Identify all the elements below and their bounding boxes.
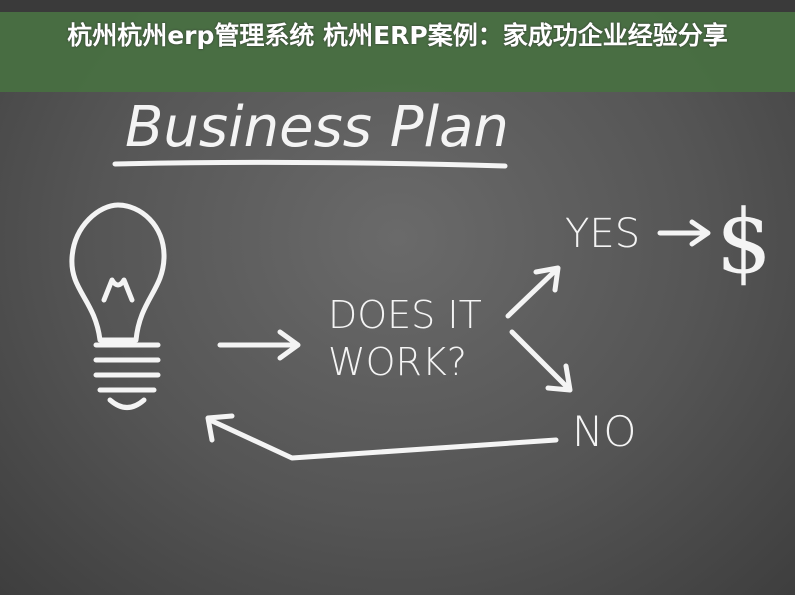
dollar-sign: $ bbox=[716, 190, 772, 293]
heading-underline bbox=[112, 159, 508, 169]
no-label: NO bbox=[572, 407, 636, 456]
top-strip bbox=[0, 0, 795, 12]
arrow-right-icon bbox=[217, 329, 301, 361]
question-line1: DOES IT bbox=[328, 293, 482, 337]
arrow-down-right-icon bbox=[509, 329, 573, 393]
title-banner: 杭州杭州erp管理系统 杭州ERP案例：家成功企业经验分享 bbox=[0, 12, 795, 92]
question-line2: WORK? bbox=[328, 340, 467, 384]
board-heading: Business Plan bbox=[125, 95, 509, 160]
arrow-up-right-icon bbox=[505, 265, 561, 319]
banner-title: 杭州杭州erp管理系统 杭州ERP案例：家成功企业经验分享 bbox=[67, 21, 728, 50]
lightbulb-icon bbox=[69, 202, 167, 410]
arrow-back-icon bbox=[205, 413, 559, 461]
yes-label: YES bbox=[565, 211, 640, 257]
arrow-right-icon bbox=[657, 219, 711, 247]
